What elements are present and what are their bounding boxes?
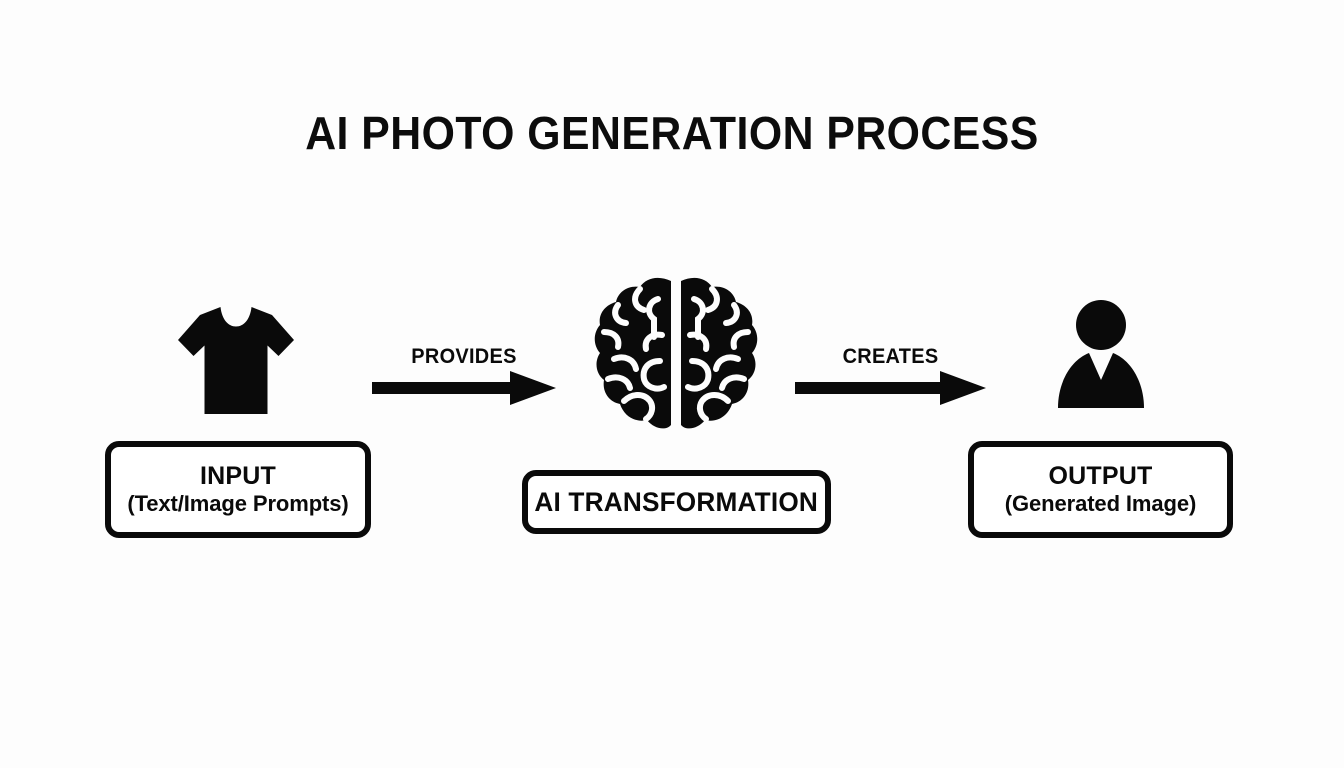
brain-icon bbox=[594, 275, 758, 435]
arrow-creates-label: CREATES bbox=[842, 345, 939, 368]
node-ai-transformation-title: AI TRANSFORMATION bbox=[534, 486, 819, 517]
node-input-subtitle: (Text/Image Prompts) bbox=[127, 490, 349, 516]
node-output[interactable]: OUTPUT (Generated Image) bbox=[968, 441, 1233, 538]
arrow-provides-shaft bbox=[372, 382, 512, 394]
node-input-title: INPUT bbox=[200, 461, 276, 490]
node-input[interactable]: INPUT (Text/Image Prompts) bbox=[105, 441, 371, 538]
arrow-provides-label: PROVIDES bbox=[411, 345, 517, 368]
page-title: AI PHOTO GENERATION PROCESS bbox=[305, 107, 1039, 159]
arrow-provides-head bbox=[510, 371, 556, 405]
arrow-creates-head bbox=[940, 371, 986, 405]
arrow-creates: CREATES bbox=[795, 345, 986, 405]
person-icon bbox=[1055, 298, 1147, 410]
node-output-title: OUTPUT bbox=[1048, 461, 1153, 490]
arrow-creates-shaft bbox=[795, 382, 942, 394]
node-output-subtitle: (Generated Image) bbox=[1004, 490, 1197, 516]
tshirt-icon bbox=[176, 302, 296, 422]
arrow-provides: PROVIDES bbox=[372, 345, 556, 405]
node-ai-transformation[interactable]: AI TRANSFORMATION bbox=[522, 470, 831, 534]
